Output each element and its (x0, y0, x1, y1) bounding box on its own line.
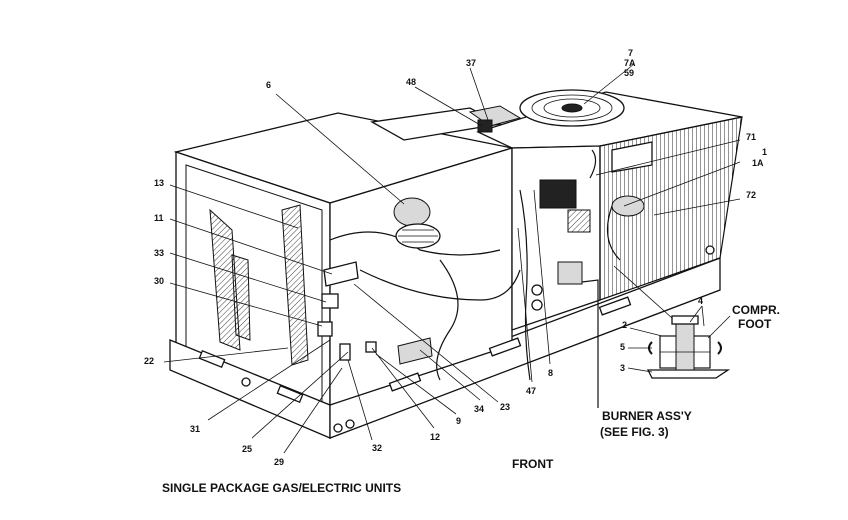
part-59: 59 (624, 68, 634, 78)
part-23: 23 (500, 402, 510, 412)
heat-section (519, 149, 597, 381)
part-6: 6 (266, 80, 271, 90)
compressor-foot-inset (646, 315, 731, 379)
part-11: 11 (154, 213, 164, 223)
unit-cabinet (169, 91, 743, 439)
part-48: 48 (406, 77, 416, 87)
condenser-fan (519, 89, 625, 127)
left-compartment (209, 204, 521, 366)
part-13: 13 (154, 178, 164, 188)
burner-assembly-label-line1: BURNER ASS'Y (602, 409, 692, 423)
part-71: 71 (746, 132, 756, 142)
burner-assembly-label-line2: (SEE FIG. 3) (600, 425, 669, 439)
part-7: 7 (628, 48, 633, 58)
part-37: 37 (466, 58, 476, 68)
part-5: 5 (620, 342, 625, 352)
part-12: 12 (430, 432, 440, 442)
part-29: 29 (274, 457, 284, 467)
front-label: FRONT (512, 457, 554, 471)
compr-foot-label-line2: FOOT (738, 317, 772, 331)
leader-lines (163, 63, 741, 454)
part-7a: 7A (624, 58, 636, 68)
part-34: 34 (474, 404, 484, 414)
part-2: 2 (622, 320, 627, 330)
part-3: 3 (620, 363, 625, 373)
part-25: 25 (242, 444, 252, 454)
part-8: 8 (548, 368, 553, 378)
part-72: 72 (746, 190, 756, 200)
part-1a: 1A (752, 158, 764, 168)
part-1: 1 (762, 147, 767, 157)
compr-foot-label-line1: COMPR. (732, 303, 780, 317)
blower-assembly (393, 197, 459, 381)
figure-title: SINGLE PACKAGE GAS/ELECTRIC UNITS (162, 481, 401, 495)
part-32: 32 (372, 443, 382, 453)
compressor (606, 195, 645, 261)
part-4: 4 (698, 296, 703, 306)
callouts: COMPR. FOOT BURNER ASS'Y (SEE FIG. 3) FR… (162, 303, 780, 495)
part-33: 33 (154, 248, 164, 258)
part-22: 22 (144, 356, 154, 366)
part-number-labels: 6 7 7A 59 37 48 71 1 1A 72 13 11 33 30 2… (144, 48, 767, 467)
part-31: 31 (190, 424, 200, 434)
part-47: 47 (526, 386, 536, 396)
part-30: 30 (154, 276, 164, 286)
top-control-box (370, 105, 522, 141)
part-9: 9 (456, 416, 461, 426)
